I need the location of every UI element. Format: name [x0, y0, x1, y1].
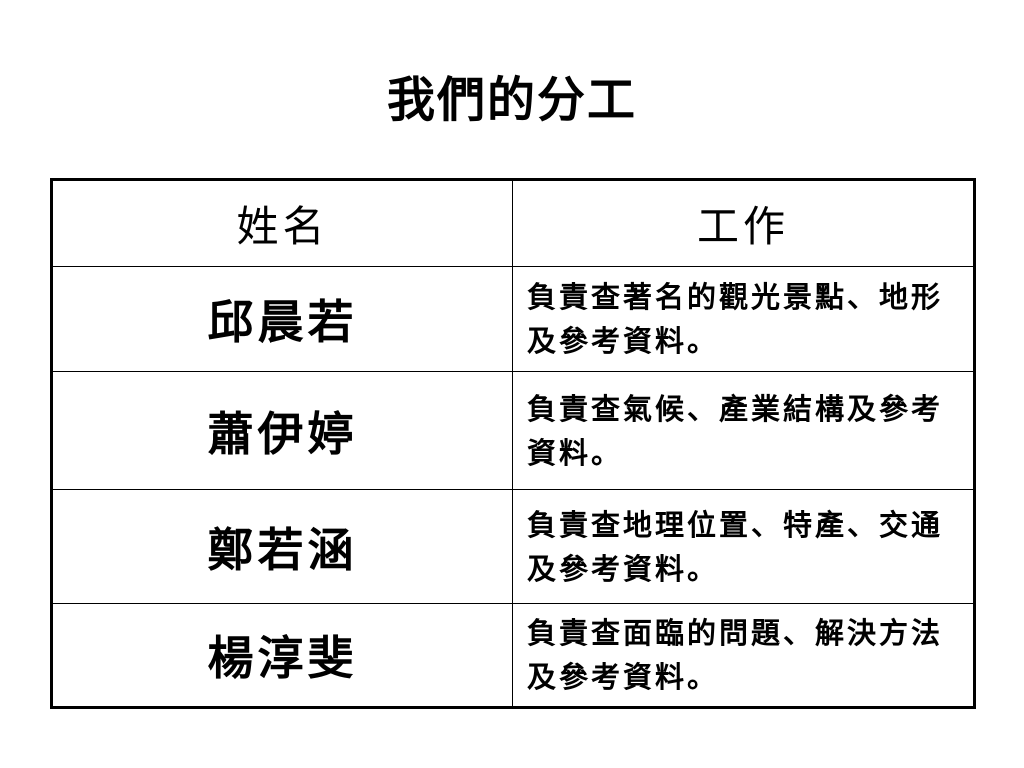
member-duty: 負責查面臨的問題、解決方法及參考資料。: [512, 603, 975, 708]
table-header-row: 姓名 工作: [51, 179, 975, 267]
member-duty: 負責查氣候、產業結構及參考資料。: [512, 371, 975, 490]
member-name: 蕭伊婷: [51, 371, 513, 490]
member-duty: 負責查地理位置、特產、交通及參考資料。: [512, 489, 975, 604]
column-header-name: 姓名: [51, 179, 513, 267]
member-duty: 負責查著名的觀光景點、地形及參考資料。: [512, 266, 975, 372]
member-name: 邱晨若: [51, 266, 513, 372]
table-row: 蕭伊婷 負責查氣候、產業結構及參考資料。: [51, 371, 975, 490]
table-row: 楊淳斐 負責查面臨的問題、解決方法及參考資料。: [51, 603, 975, 708]
member-name: 鄭若涵: [51, 489, 513, 604]
page-title: 我們的分工: [386, 72, 637, 128]
table-row: 邱晨若 負責查著名的觀光景點、地形及參考資料。: [51, 266, 975, 372]
member-name: 楊淳斐: [51, 603, 513, 708]
division-of-work-table: 姓名 工作 邱晨若 負責查著名的觀光景點、地形及參考資料。 蕭伊婷 負責查氣候、…: [50, 178, 976, 709]
column-header-duty: 工作: [512, 179, 975, 267]
table-row: 鄭若涵 負責查地理位置、特產、交通及參考資料。: [51, 489, 975, 604]
